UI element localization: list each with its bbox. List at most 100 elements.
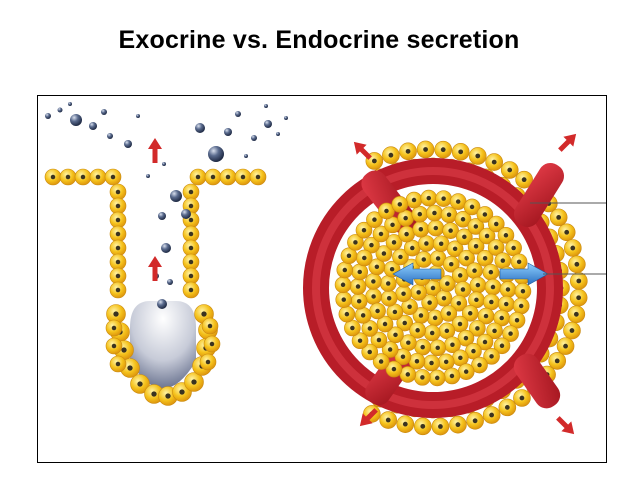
- cell-icon: [497, 295, 515, 313]
- cell-icon: [563, 239, 582, 257]
- cell-icon: [350, 292, 368, 310]
- cell-icon: [563, 321, 581, 340]
- cell-icon: [466, 262, 483, 279]
- cell-icon: [414, 369, 431, 386]
- cell-icon: [74, 168, 92, 186]
- cell-icon: [203, 335, 221, 353]
- red-arrow-icon: [148, 138, 162, 163]
- cell-icon: [354, 307, 372, 324]
- cell-icon: [454, 210, 472, 228]
- cell-icon: [497, 226, 515, 244]
- cell-icon: [355, 221, 373, 239]
- cell-icon: [412, 307, 430, 324]
- secretion-droplet-icon: [264, 104, 268, 108]
- cell-icon: [429, 339, 447, 357]
- cell-icon: [427, 219, 445, 237]
- cell-icon: [499, 281, 517, 298]
- cell-icon: [502, 325, 519, 342]
- secretion-droplet-icon: [89, 122, 97, 130]
- cell-icon: [487, 239, 505, 256]
- cell-icon: [394, 348, 412, 366]
- cell-icon: [476, 333, 494, 351]
- secretion-droplet-icon: [224, 128, 232, 136]
- cell-icon: [396, 314, 414, 332]
- cell-icon: [109, 211, 127, 229]
- secretion-droplet-icon: [158, 212, 166, 220]
- cell-icon: [387, 326, 404, 344]
- blue-arrow-icon: [499, 262, 549, 286]
- cell-icon: [368, 258, 386, 276]
- cell-icon: [334, 276, 352, 294]
- cell-icon: [426, 204, 443, 222]
- cell-icon: [199, 353, 217, 371]
- cell-icon: [109, 225, 127, 243]
- cell-icon: [414, 338, 431, 356]
- cell-icon: [567, 305, 586, 324]
- cell-icon: [423, 324, 441, 342]
- cell-icon: [105, 319, 123, 337]
- cell-icon: [351, 263, 369, 281]
- cell-icon: [493, 309, 511, 327]
- cell-icon: [201, 317, 219, 335]
- cell-icon: [483, 293, 500, 311]
- cell-icon: [471, 356, 488, 374]
- cell-icon: [380, 289, 398, 307]
- blue-arrow-icon: [392, 262, 442, 286]
- cell-icon: [182, 225, 200, 243]
- cell-icon: [403, 239, 421, 257]
- cell-icon: [465, 342, 482, 360]
- cell-icon: [369, 302, 386, 320]
- cell-icon: [421, 294, 438, 311]
- cell-icon: [405, 191, 423, 209]
- cell-icon: [438, 322, 456, 340]
- secretion-droplet-icon: [181, 209, 191, 219]
- secretion-droplet-icon: [264, 120, 272, 128]
- cell-icon: [351, 332, 369, 350]
- cell-icon: [415, 251, 433, 268]
- cell-icon: [548, 352, 567, 370]
- duct-lumen: [130, 301, 196, 389]
- cell-icon: [396, 415, 415, 433]
- secretion-droplet-icon: [235, 111, 241, 117]
- cell-icon: [382, 146, 400, 164]
- cell-icon: [420, 189, 438, 207]
- cell-icon: [182, 239, 200, 257]
- cell-icon: [485, 153, 503, 171]
- secretion-droplet-icon: [101, 109, 107, 115]
- cell-icon: [410, 284, 427, 301]
- cell-icon: [451, 315, 469, 333]
- cell-icon: [549, 208, 568, 227]
- cell-icon: [379, 275, 397, 292]
- cell-icon: [109, 281, 127, 299]
- cell-icon: [442, 222, 459, 239]
- secretion-droplet-icon: [251, 135, 257, 141]
- red-arrow-icon: [558, 133, 577, 152]
- secretion-droplet-icon: [107, 133, 113, 139]
- cell-icon: [412, 220, 430, 238]
- cell-icon: [219, 168, 237, 186]
- cell-icon: [44, 168, 62, 186]
- cell-icon: [457, 363, 475, 380]
- cell-icon: [484, 278, 502, 296]
- cell-icon: [437, 353, 455, 371]
- secretion-droplet-icon: [170, 190, 182, 202]
- cell-icon: [189, 168, 207, 186]
- secretion-droplet-icon: [284, 116, 288, 120]
- cell-icon: [363, 236, 380, 254]
- cell-icon: [349, 278, 367, 295]
- cell-icon: [456, 228, 473, 246]
- cell-icon: [435, 190, 452, 207]
- cell-icon: [483, 348, 500, 365]
- cell-icon: [482, 263, 500, 281]
- secretion-droplet-icon: [45, 113, 51, 119]
- cell-icon: [379, 411, 398, 429]
- cell-icon: [569, 288, 588, 307]
- cell-icon: [467, 218, 485, 235]
- cell-icon: [443, 367, 461, 385]
- cell-icon: [408, 352, 426, 370]
- cell-icon: [556, 337, 575, 355]
- secretion-droplet-icon: [162, 162, 166, 166]
- secretion-droplet-icon: [68, 102, 72, 106]
- cell-icon: [105, 337, 123, 355]
- cell-icon: [365, 288, 382, 305]
